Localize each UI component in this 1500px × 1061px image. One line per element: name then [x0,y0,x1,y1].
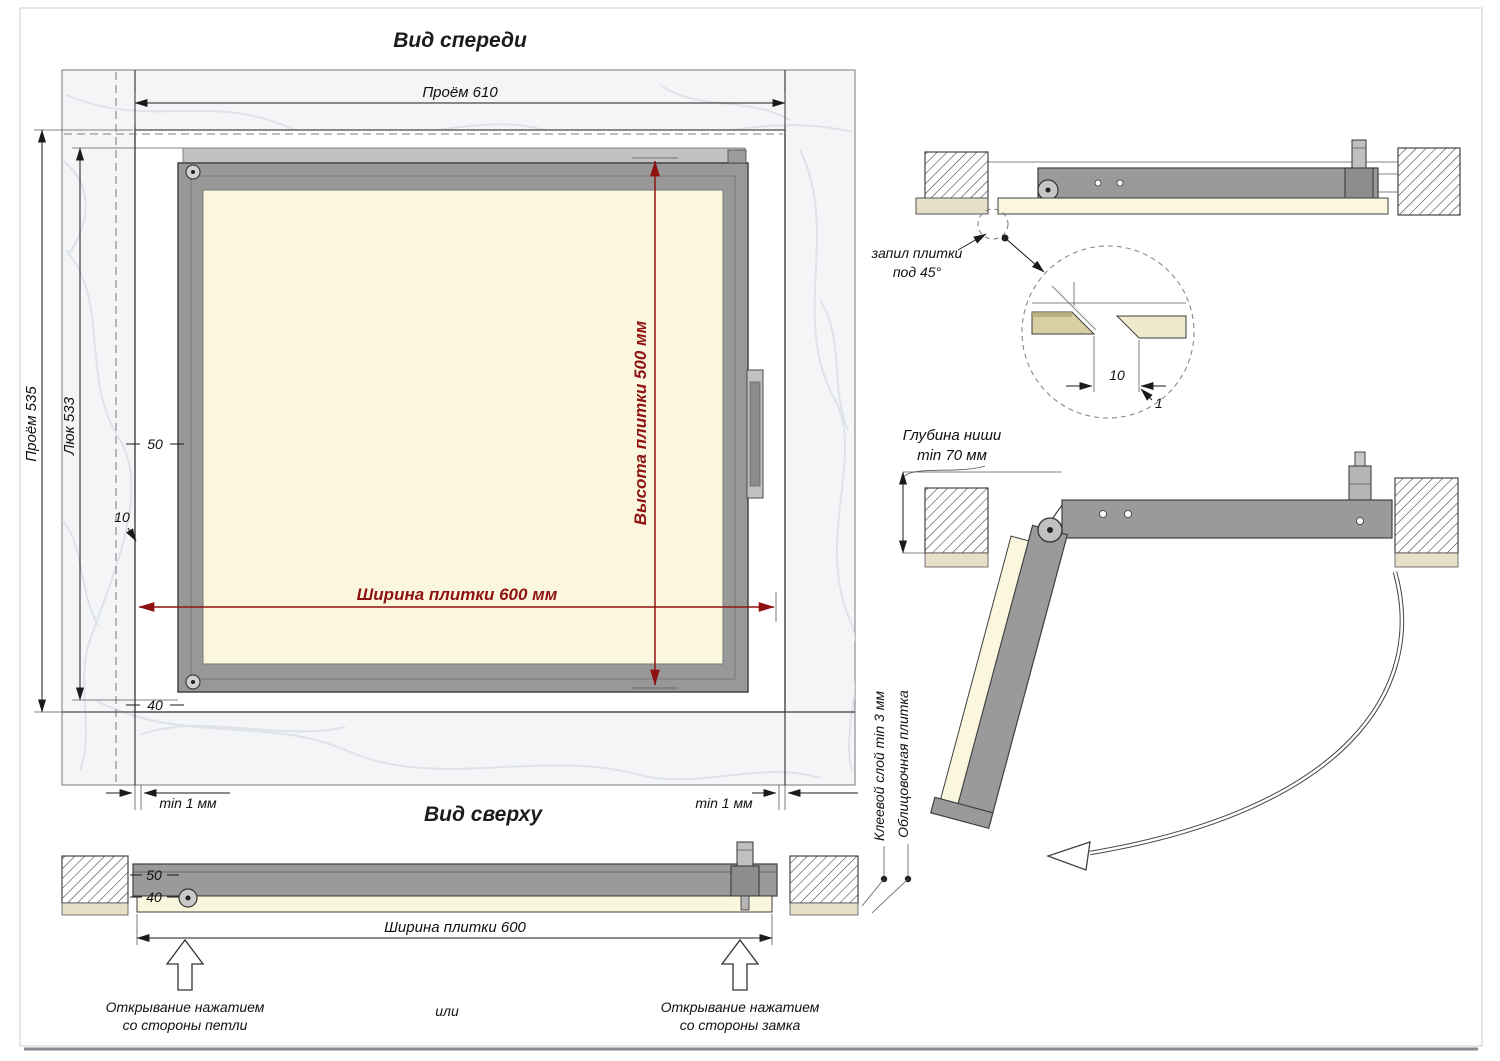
tile-panel [202,189,724,665]
hinge-pin-top-icon [185,164,201,180]
front-view: Вид спереди [23,29,858,811]
screw-hole [1099,510,1107,518]
dim-opening-height-label: Проём 535 [23,386,40,462]
dim-opening-width-label: Проём 610 [422,84,498,101]
joint-detail-ring [977,208,1009,240]
section-closed: запил плитки под 45° 10 1 [871,139,1461,419]
open-hinge-label-1: Открывание нажатием [106,999,265,1015]
lock-keeper-icon [727,149,747,164]
tile-cut-label-2: под 45° [893,264,942,280]
dim-min-gap-right-label: min 1 мм [695,795,753,811]
detail-dim-gap-label: 10 [1109,367,1125,383]
frame-bar-open [1061,499,1393,539]
detail-dim-offset-label: 1 [1155,395,1163,411]
dim-tile-height-label: Высота плитки 500 мм [631,320,650,525]
wall-joint-lines [62,70,855,785]
sheet-border [19,7,1483,1047]
dim-tile-height: Высота плитки 500 мм [631,157,678,689]
hinge-open-icon [1037,517,1063,543]
dim-opening-width: Проём 610 [134,84,786,126]
hatch-tile-cut [1115,315,1187,339]
niche-depth-leader [904,465,986,477]
tile-glaze-texture [1032,312,1072,317]
screw-hole [1356,517,1364,525]
dim-flange-top: 50 [126,436,184,452]
dim-min-gap-left: min 1 мм [106,785,230,811]
dim-reveal: 10 [114,509,137,542]
hinge-icon [178,888,198,908]
swing-arrow-head [1046,841,1091,871]
tile-cut-label-1: запил плитки [871,245,963,261]
wall-section-left [61,855,129,904]
frame-flange [182,147,746,164]
push-lock-handle [746,369,764,499]
top-view: Вид сверху 50 40 [61,803,859,1033]
wall-section-right-closed [1397,147,1461,216]
dim-frame-depth-label: 50 [146,867,162,883]
wall-section-right [789,855,859,904]
lock-closed-icon [1344,139,1374,199]
dim-flange-top-label: 50 [147,436,163,452]
hatch-assembly-top [132,841,778,913]
dim-hatch-height: Люк 533 [61,147,183,701]
frame-profile [132,863,778,897]
open-lock-label-2: со стороны замка [680,1017,801,1033]
dim-reveal-label: 10 [114,509,130,525]
dim-min-gap-left-label: min 1 мм [159,795,217,811]
adhesive-layer-label: Клеевой слой min 3 мм [871,691,887,841]
dim-flange-bottom-label: 40 [147,697,163,713]
hatch-assembly-front [177,147,764,693]
dim-tile-offset-label: 40 [146,889,162,905]
wall-tile-left [61,902,129,916]
swing-arrow [1046,571,1405,871]
wall-tile-right-open [1394,552,1459,568]
screw-hole [1094,179,1102,187]
push-lock-icon [730,841,760,911]
open-door [930,524,1069,830]
wall-tile-left-open [924,552,989,568]
hidden-edges-dashed [64,72,783,783]
dim-opening-height: Проём 535 [23,129,133,713]
lock-open-icon [1348,451,1372,501]
dim-hatch-height-label: Люк 533 [61,396,78,455]
dim-min-gap-right: min 1 мм [695,785,858,811]
or-label: или [435,1003,459,1019]
wall-tile-right [789,902,859,916]
front-view-title: Вид спереди [393,29,527,52]
door-bottom-flange [930,796,994,830]
callouts: Клеевой слой min 3 мм Облицовочная плитк… [861,690,912,914]
hinge-pin-bottom-icon [185,674,201,690]
press-arrow-lock-icon [720,938,760,991]
top-view-title: Вид сверху [424,803,543,826]
niche-depth-label-2: min 70 мм [917,447,987,464]
wall-section-right-open [1394,477,1459,554]
wall-section-left-open [924,487,989,554]
tile-strip [136,895,773,913]
press-arrow-hinge-icon [165,938,205,991]
dim-flange-bottom: 40 [126,697,184,713]
dim-tile-width-top: Ширина плитки 600 [136,914,773,945]
dim-tile-width-top-label: Ширина плитки 600 [384,919,526,936]
hatch-tile-strip-closed [997,197,1389,215]
dim-tile-width: Ширина плитки 600 мм [138,585,777,622]
screw-hole [1124,510,1132,518]
dim-frame-depth: 50 [130,867,179,883]
open-hinge-label-2: со стороны петли [123,1017,248,1033]
niche-depth-label-1: Глубина ниши [903,427,1002,444]
detail-circle-45: 10 1 [1021,245,1195,419]
hinge-closed-icon [1037,179,1059,201]
dim-tile-offset: 40 [130,889,179,905]
wall-tile-strip-closed [915,197,989,215]
screw-hole [1116,179,1124,187]
facing-tile-label: Облицовочная плитка [895,690,911,838]
frame-inner-step [190,175,736,680]
section-open: Глубина ниши min 70 мм [898,427,1459,871]
dim-tile-width-label: Ширина плитки 600 мм [357,585,558,604]
frame-bar-closed [1037,167,1379,199]
open-lock-label-1: Открывание нажатием [661,999,820,1015]
